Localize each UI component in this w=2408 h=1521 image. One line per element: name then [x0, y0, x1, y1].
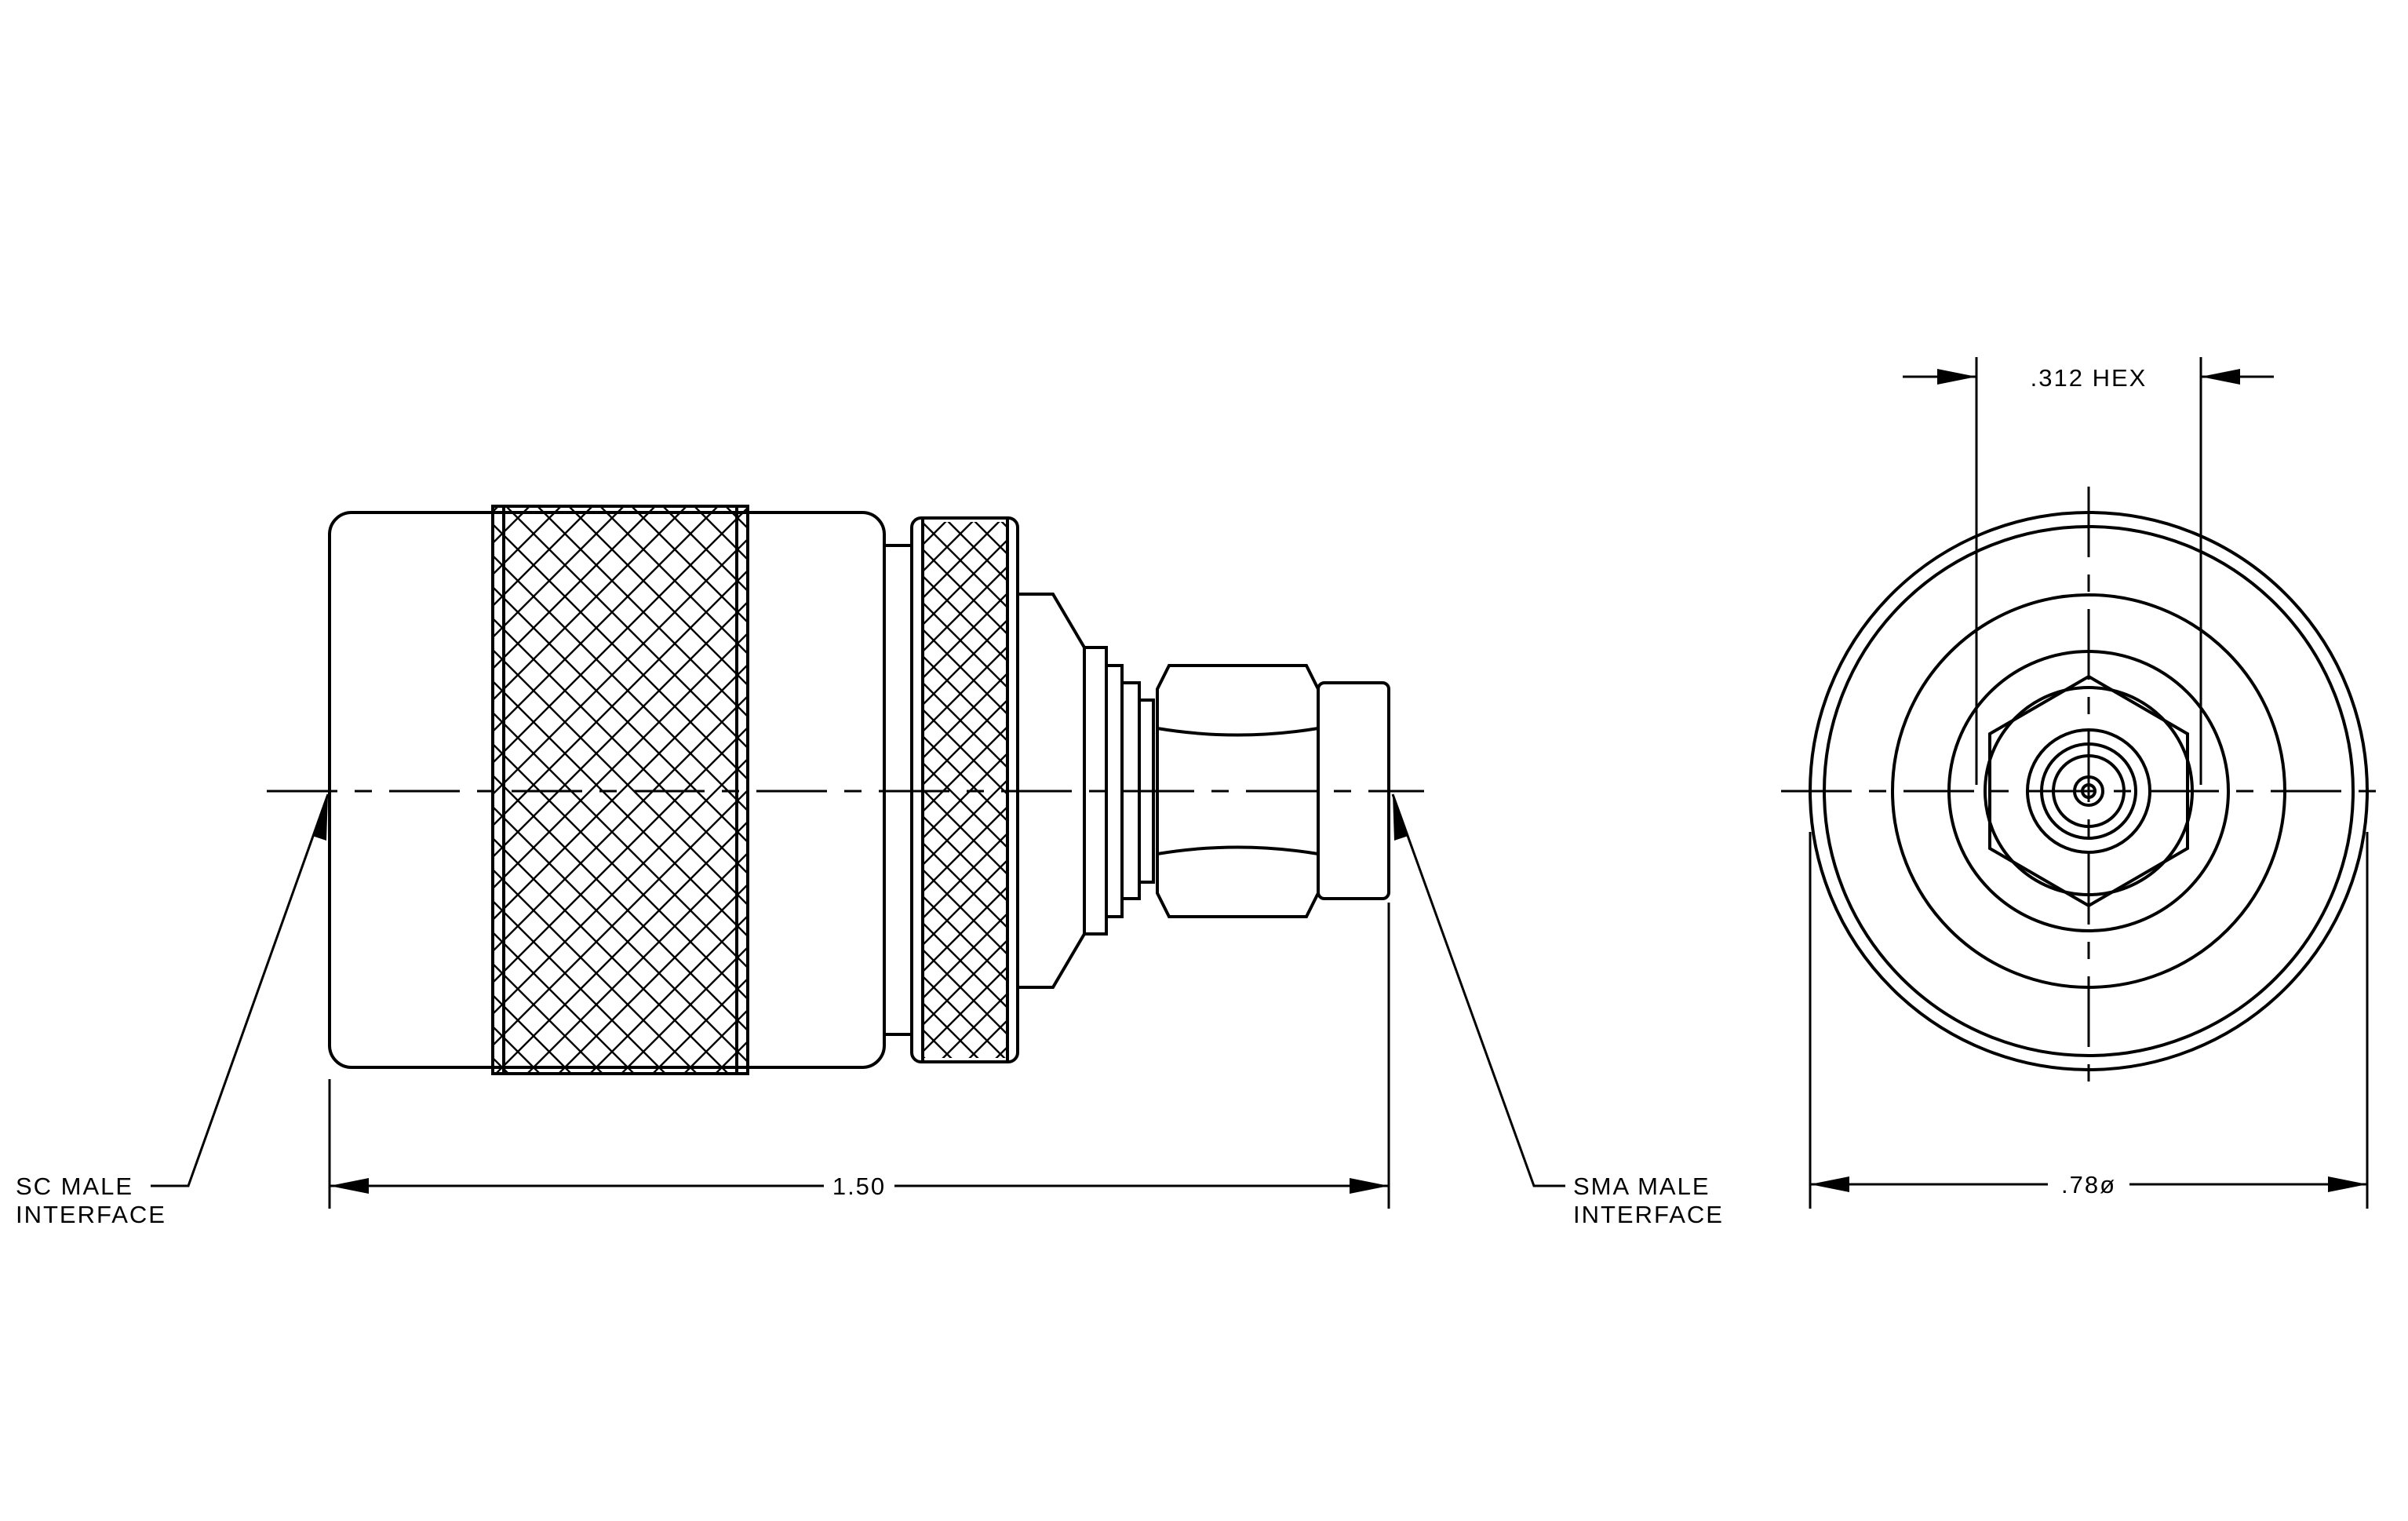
- length-dimension: 1.50: [328, 903, 1390, 1209]
- diameter-label: .78ø: [2061, 1171, 2116, 1198]
- hex-dimension: .312 HEX: [1903, 357, 2274, 785]
- sma-callout-line1: SMA MALE: [1573, 1173, 1710, 1200]
- diameter-dimension: .78ø: [1809, 832, 2369, 1209]
- sma-callout-line2: INTERFACE: [1573, 1201, 1724, 1228]
- sc-interface-callout: SC MALE INTERFACE: [16, 793, 330, 1228]
- sc-callout-line1: SC MALE: [16, 1173, 133, 1200]
- sc-callout-line2: INTERFACE: [16, 1201, 166, 1228]
- end-view: [1781, 487, 2385, 1099]
- hex-label: .312 HEX: [2031, 364, 2148, 392]
- length-label: 1.50: [832, 1173, 886, 1200]
- step-ring-2: [1105, 664, 1124, 918]
- side-view: [267, 505, 1424, 1075]
- sma-interface-callout: SMA MALE INTERFACE: [1391, 793, 1724, 1228]
